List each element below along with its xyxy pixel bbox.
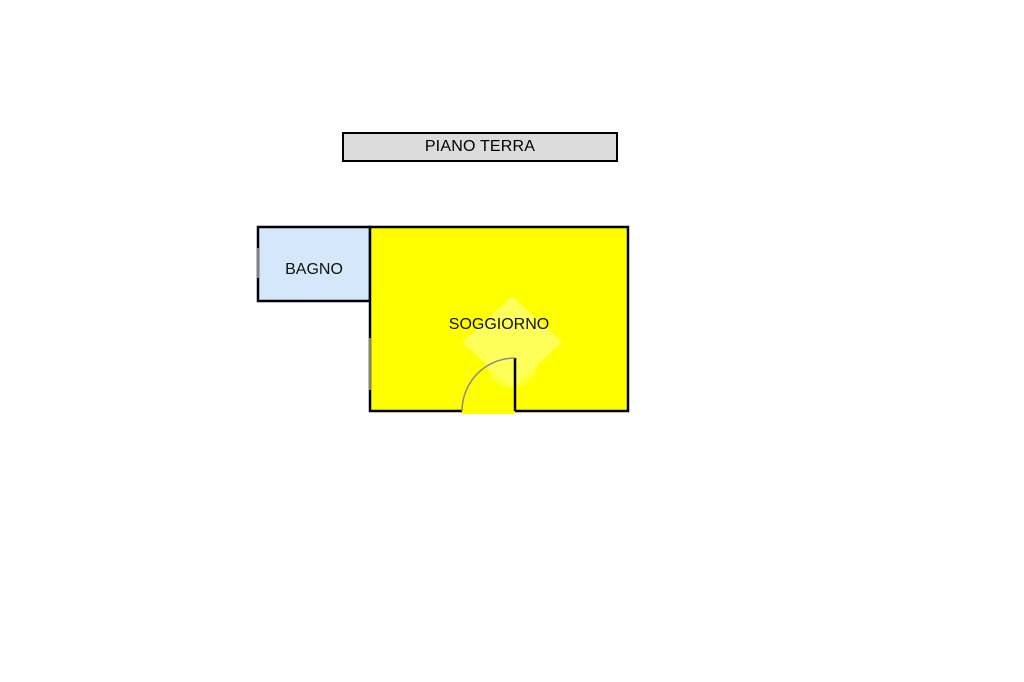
- floor-title: PIANO TERRA: [342, 132, 618, 162]
- room-label-bagno: BAGNO: [285, 261, 343, 278]
- door-opening: [462, 408, 515, 414]
- door-swing-arc: [461, 357, 516, 412]
- room-soggiorno: [368, 225, 630, 413]
- room-bagno: [256, 225, 372, 303]
- room-label-soggiorno: SOGGIORNO: [449, 316, 549, 333]
